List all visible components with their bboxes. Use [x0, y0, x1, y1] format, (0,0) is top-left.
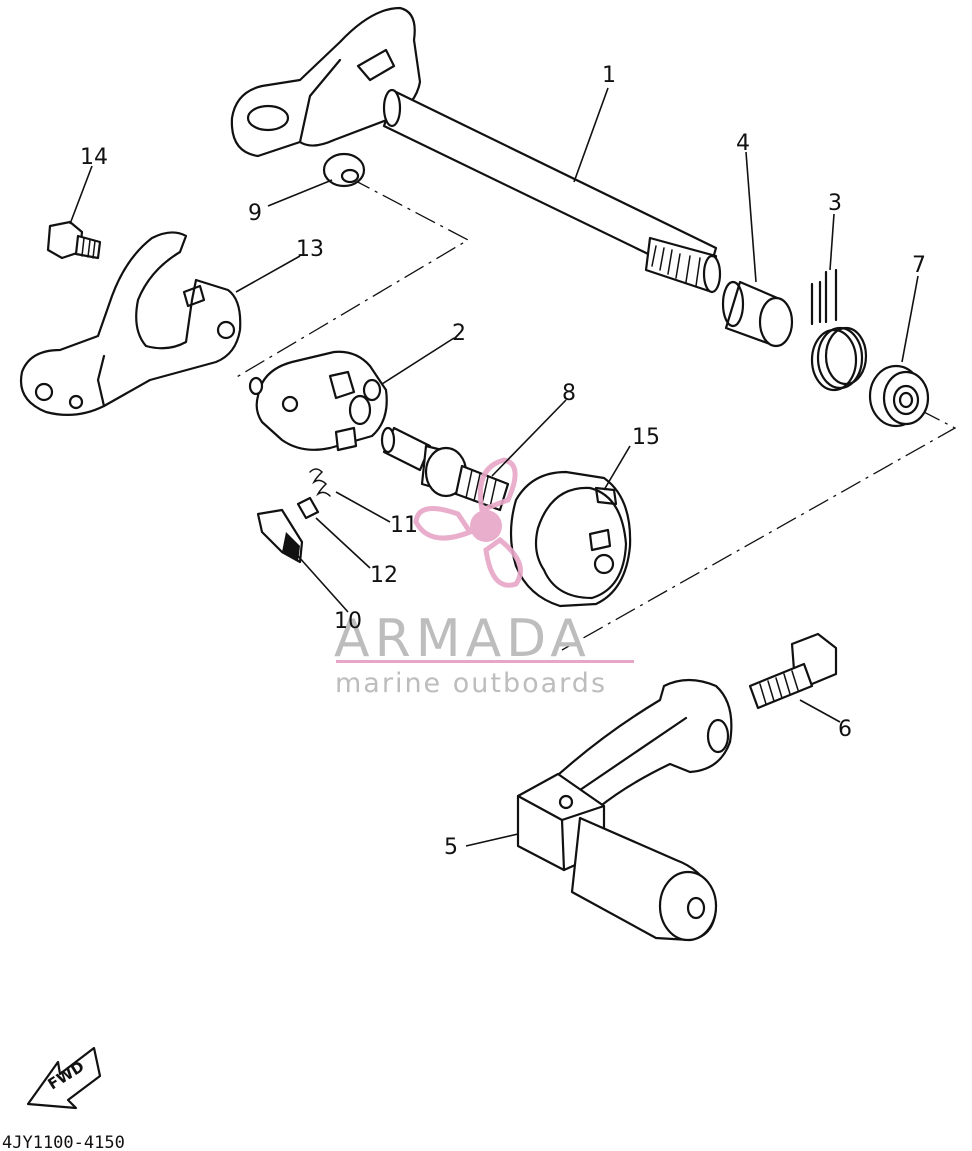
- part-10-plate: [256, 508, 304, 564]
- part-6-bolt: [748, 632, 838, 710]
- part-12-pin: [296, 496, 320, 520]
- label-part-8: 8: [562, 381, 576, 406]
- label-part-6: 6: [838, 717, 852, 742]
- part-4-collar: [721, 280, 794, 348]
- label-part-5: 5: [444, 835, 458, 860]
- label-part-10: 10: [334, 609, 362, 634]
- label-part-14: 14: [80, 145, 108, 170]
- part-number-labels: 1 2 3 4 5 6 7 8 9 10 11 12 13 14 15: [80, 63, 926, 860]
- part-14-bolt: [46, 220, 102, 260]
- label-part-15: 15: [632, 425, 660, 450]
- part-7-oil-seal: [868, 364, 930, 428]
- label-part-13: 13: [296, 237, 324, 262]
- label-part-7: 7: [912, 253, 926, 278]
- assembly-axis-lines: [234, 177, 957, 651]
- label-part-9: 9: [248, 201, 262, 226]
- part-1-shift-shaft: [230, 6, 722, 294]
- diagram-code: 4JY1100-4150: [2, 1133, 125, 1151]
- label-part-4: 4: [736, 131, 750, 156]
- watermark-brand: ARMADA: [334, 609, 591, 669]
- leader-lines: [69, 87, 919, 847]
- label-part-12: 12: [370, 563, 398, 588]
- label-part-3: 3: [828, 191, 842, 216]
- propeller-logo-icon: [413, 457, 523, 588]
- part-11-spring: [309, 468, 331, 497]
- part-3-torsion-spring: [810, 268, 868, 392]
- watermark-tagline: marine outboards: [335, 668, 607, 699]
- part-9-washer: [322, 152, 366, 188]
- label-part-1: 1: [602, 63, 616, 88]
- part-2-shift-lever: [248, 350, 388, 452]
- part-5-shift-pedal: [516, 678, 733, 942]
- part-15-segment: [509, 470, 632, 608]
- label-part-2: 2: [452, 321, 466, 346]
- armada-watermark: ARMADA marine outboards: [334, 457, 634, 699]
- part-13-stopper-plate: [19, 231, 242, 417]
- forward-arrow-icon: FWD: [26, 1046, 102, 1110]
- label-part-11: 11: [390, 513, 418, 538]
- watermark-divider: [336, 660, 634, 663]
